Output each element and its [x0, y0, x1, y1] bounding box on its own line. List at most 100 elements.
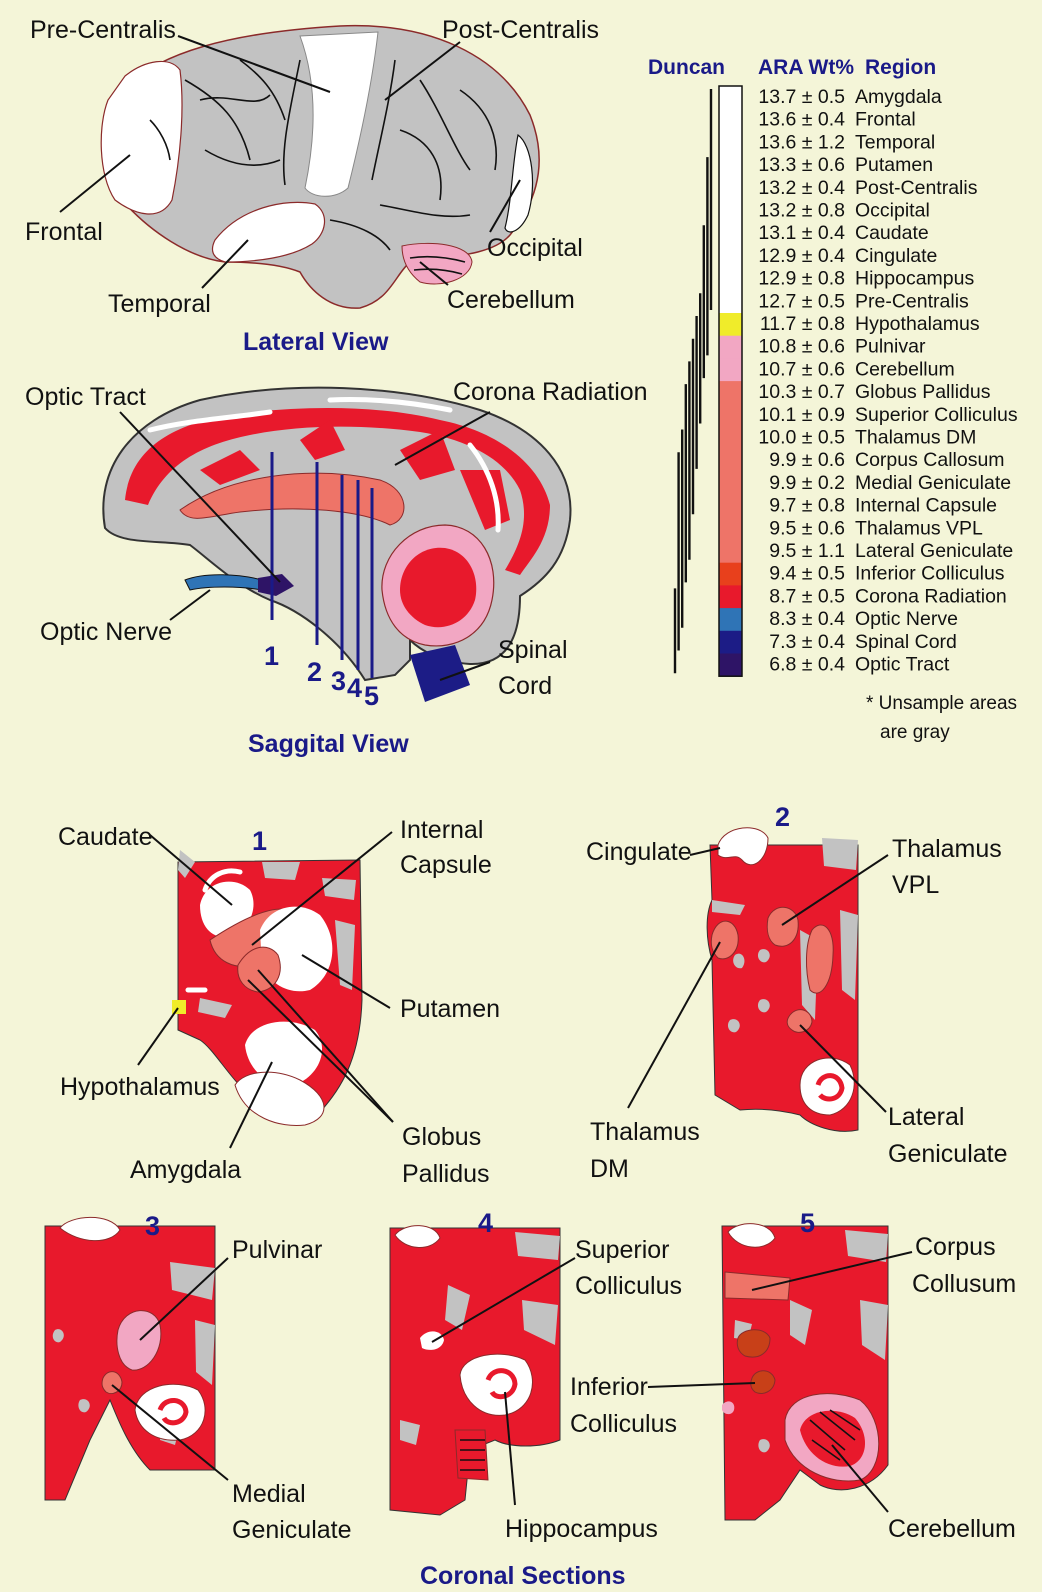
- label-inferior-colliculus: Colliculus: [570, 1410, 677, 1438]
- legend-row-value: 8.7 ± 0.5: [769, 585, 845, 607]
- legend-row-region: Inferior Colliculus: [855, 563, 1005, 585]
- legend-row-region: Caudate: [855, 222, 929, 244]
- label-hippocampus: Hippocampus: [505, 1515, 658, 1543]
- cut-number-1: 1: [264, 641, 279, 671]
- legend-swatch: [719, 336, 742, 359]
- cut-number-2: 2: [307, 657, 322, 687]
- legend-row-region: Medial Geniculate: [855, 472, 1011, 494]
- section-5-pink-dot: [722, 1401, 734, 1414]
- legend-row-region: Hypothalamus: [855, 313, 980, 335]
- legend-row-value: 9.9 ± 0.2: [769, 472, 845, 494]
- legend-swatch: [719, 86, 742, 109]
- legend-row-value: 10.8 ± 0.6: [758, 336, 845, 358]
- sagittal-view: 1 2 3 4 5 Optic Tract Corona Radiation O…: [25, 378, 648, 758]
- legend-row-region: Internal Capsule: [855, 495, 997, 517]
- label-optic-tract: Optic Tract: [25, 383, 146, 411]
- legend-row-value: 13.6 ± 0.4: [758, 109, 845, 131]
- coronal-section-3: 3 Pulvinar Medial Geniculate: [45, 1211, 352, 1544]
- legend-swatch: [719, 109, 742, 132]
- legend-swatch: [719, 200, 742, 223]
- section-1-number: 1: [252, 826, 267, 856]
- label-hypothalamus: Hypothalamus: [60, 1073, 220, 1101]
- label-putamen: Putamen: [400, 995, 500, 1023]
- legend-row-value: 9.5 ± 1.1: [769, 540, 845, 562]
- section-4-number: 4: [478, 1208, 493, 1238]
- legend-swatch: [719, 654, 742, 677]
- legend-row-value: 6.8 ± 0.4: [769, 654, 845, 676]
- legend-header-ara: ARA Wt%: [758, 56, 854, 79]
- legend-row-value: 9.9 ± 0.6: [769, 449, 845, 471]
- label-inferior: Inferior: [570, 1373, 648, 1401]
- label-cingulate: Cingulate: [586, 838, 692, 866]
- legend-row-region: Corpus Callosum: [855, 449, 1005, 471]
- legend-row-value: 13.1 ± 0.4: [758, 222, 845, 244]
- legend-header-region: Region: [865, 56, 936, 79]
- label-pallidus: Pallidus: [402, 1160, 490, 1188]
- label-collusum: Collusum: [912, 1270, 1016, 1298]
- legend-row-value: 10.7 ± 0.6: [758, 358, 845, 380]
- cut-number-5: 5: [364, 681, 379, 711]
- label-pulvinar: Pulvinar: [232, 1236, 322, 1264]
- legend-swatch: [719, 585, 742, 608]
- legend-row-region: Frontal: [855, 109, 916, 131]
- legend-row-value: 7.3 ± 0.4: [769, 631, 845, 653]
- lateral-frontal-region: [101, 61, 182, 214]
- legend-row-value: 10.1 ± 0.9: [758, 404, 845, 426]
- section-4-cerebellum-folia: [455, 1430, 488, 1480]
- legend-swatch: [719, 154, 742, 177]
- legend-row-region: Globus Pallidus: [855, 381, 991, 403]
- legend-swatch: [719, 449, 742, 472]
- legend-row-region: Amygdala: [855, 86, 942, 108]
- legend-row-value: 9.4 ± 0.5: [769, 563, 845, 585]
- label-caudate: Caudate: [58, 823, 153, 851]
- coronal-sections-title: Coronal Sections: [420, 1562, 626, 1590]
- legend-row-region: Pulnivar: [855, 336, 926, 358]
- sagittal-pointer: [170, 590, 210, 620]
- legend-row-region: Putamen: [855, 154, 933, 176]
- section-2-pointer: [628, 942, 720, 1108]
- label-lateral: Lateral: [888, 1103, 964, 1131]
- legend-swatch: [719, 358, 742, 381]
- label-corona-radiation: Corona Radiation: [453, 378, 648, 406]
- section-2-number: 2: [775, 802, 790, 832]
- legend-row-region: Optic Tract: [855, 654, 950, 676]
- lateral-cerebellum-region: [402, 243, 472, 284]
- legend-row-value: 10.3 ± 0.7: [758, 381, 845, 403]
- sagittal-optic-nerve: [185, 575, 262, 590]
- legend-row-region: Post-Centralis: [855, 177, 978, 199]
- legend-row-value: 9.5 ± 0.6: [769, 517, 845, 539]
- legend-row-region: Cingulate: [855, 245, 937, 267]
- legend-swatch: [719, 290, 742, 313]
- label-pre-centralis: Pre-Centralis: [30, 16, 176, 44]
- legend-row-value: 10.0 ± 0.5: [758, 427, 845, 449]
- duncan-grouping-lines: [675, 89, 711, 673]
- legend-header-duncan: Duncan: [648, 56, 725, 79]
- cut-number-4: 4: [347, 673, 362, 703]
- section-2-hippocampus-swirl: [800, 1058, 854, 1115]
- section-2-thalamus-vpl: [767, 907, 798, 946]
- label-cord: Cord: [498, 672, 552, 700]
- sagittal-view-title: Saggital View: [248, 730, 409, 758]
- label-dm: DM: [590, 1155, 629, 1183]
- legend-swatch: [719, 608, 742, 631]
- legend-row-value: 13.2 ± 0.8: [758, 200, 845, 222]
- legend-note-line1: * Unsample areas: [866, 693, 1017, 714]
- label-spinal: Spinal: [498, 636, 568, 664]
- label-thalamus-dm: Thalamus: [590, 1118, 700, 1146]
- legend-row-value: 8.3 ± 0.4: [769, 608, 845, 630]
- legend-row-region: Temporal: [855, 131, 935, 153]
- label-geniculate: Geniculate: [888, 1140, 1008, 1168]
- legend-row-value: 13.2 ± 0.4: [758, 177, 845, 199]
- label-optic-nerve: Optic Nerve: [40, 618, 172, 646]
- legend-swatch: [719, 472, 742, 495]
- label-superior: Superior: [575, 1236, 670, 1264]
- label-globus: Globus: [402, 1123, 481, 1151]
- legend-row-region: Hippocampus: [855, 268, 974, 290]
- coronal-section-1: 1 Caudate Internal Capsule Putamen Hypot…: [58, 816, 500, 1188]
- legend-row-value: 12.9 ± 0.8: [758, 268, 845, 290]
- legend-row-value: 9.7 ± 0.8: [769, 495, 845, 517]
- legend-swatch: [719, 540, 742, 563]
- label-post-centralis: Post-Centralis: [442, 16, 599, 44]
